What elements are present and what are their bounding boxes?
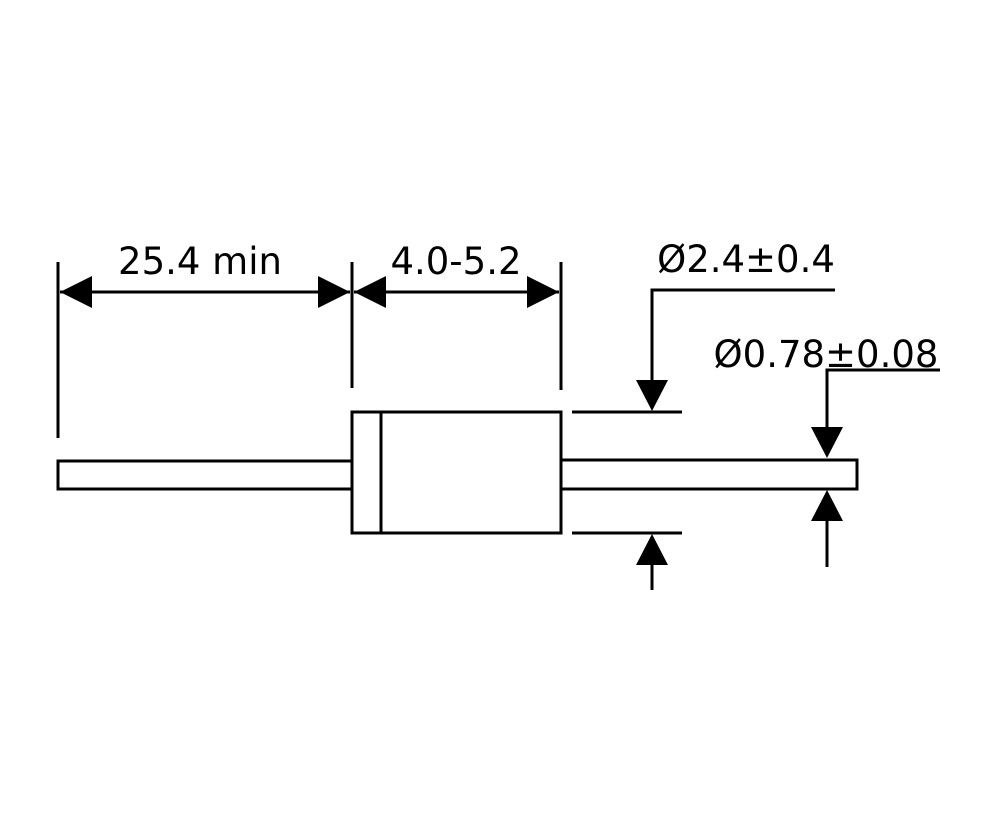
left-lead: [56, 459, 354, 491]
body-diameter-leader: [650, 288, 835, 400]
arrow-left-icon: [354, 276, 386, 308]
diode-body: [350, 410, 563, 535]
body-length-label: 4.0-5.2: [390, 240, 521, 283]
arrow-left-icon: [60, 276, 92, 308]
lead-diameter-label: Ø0.78±0.08: [714, 333, 939, 376]
arrow-right-icon: [527, 276, 559, 308]
arrow-down-icon: [811, 427, 843, 458]
body-diameter-label: Ø2.4±0.4: [657, 238, 835, 281]
arrow-up-icon: [636, 534, 668, 565]
lead-diameter-leader: [825, 368, 940, 450]
right-lead: [559, 458, 859, 491]
arrow-down-icon: [636, 380, 668, 411]
arrow-right-icon: [318, 276, 350, 308]
arrow-up-icon: [811, 490, 843, 521]
lead-length-label: 25.4 min: [118, 240, 282, 283]
